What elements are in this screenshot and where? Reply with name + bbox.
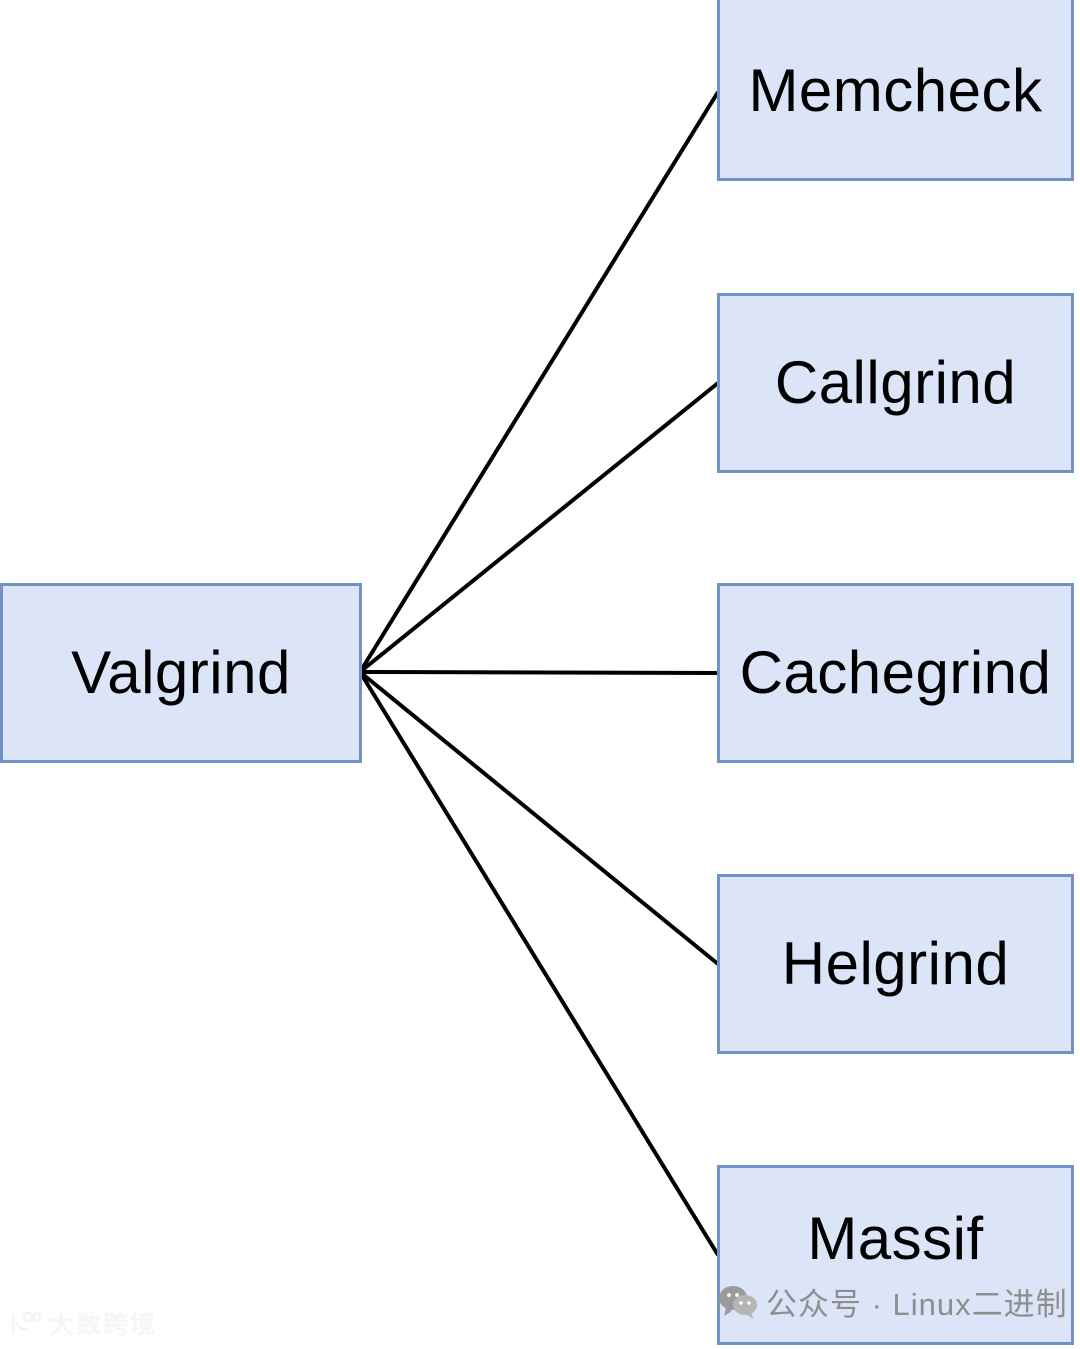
node-memcheck[interactable]: Memcheck — [717, 0, 1074, 181]
brand-logo-icon — [11, 1311, 42, 1333]
node-massif-label: Massif — [807, 1205, 984, 1272]
node-cachegrind[interactable]: Cachegrind — [717, 583, 1074, 763]
node-helgrind-label: Helgrind — [781, 930, 1010, 997]
edge-valgrind-cachegrind — [359, 670, 719, 675]
edge-valgrind-memcheck — [358, 90, 720, 674]
node-helgrind[interactable]: Helgrind — [717, 874, 1074, 1054]
brand-watermark: 大数跨境 — [8, 1305, 157, 1341]
node-callgrind[interactable]: Callgrind — [717, 293, 1074, 473]
edge-valgrind-massif — [358, 670, 720, 1257]
node-cachegrind-label: Cachegrind — [739, 639, 1052, 706]
node-massif[interactable]: Massif — [717, 1165, 1074, 1345]
edge-valgrind-callgrind — [358, 381, 720, 674]
node-callgrind-label: Callgrind — [774, 349, 1017, 416]
brand-watermark-text: 大数跨境 — [49, 1311, 158, 1339]
node-valgrind-label: Valgrind — [71, 639, 291, 706]
node-memcheck-label: Memcheck — [748, 56, 1043, 124]
node-valgrind[interactable]: Valgrind — [0, 583, 362, 763]
edge-valgrind-helgrind — [358, 670, 720, 966]
